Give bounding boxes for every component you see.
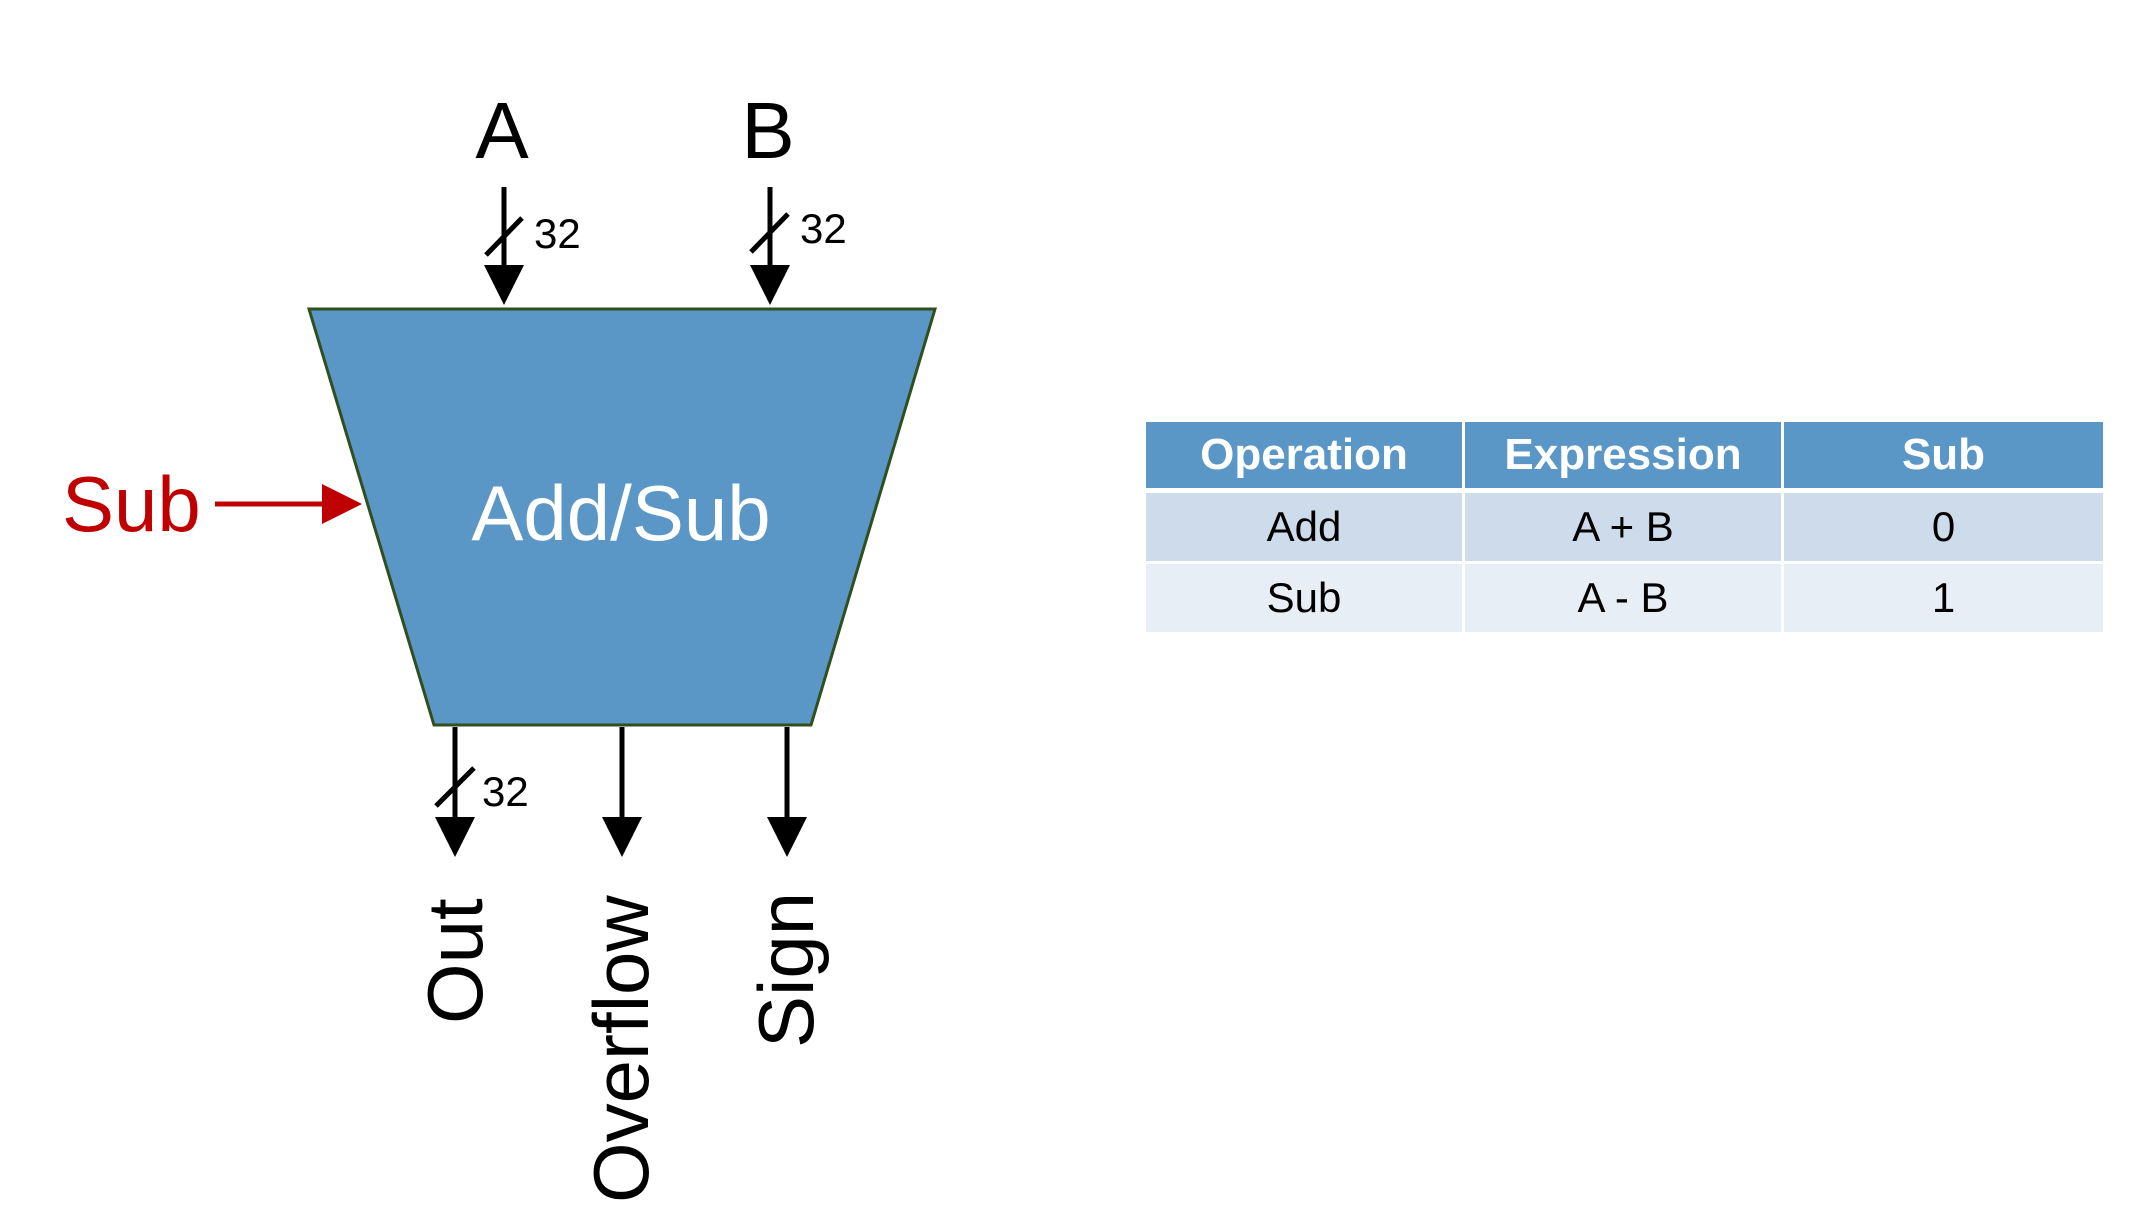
cell-operation: Sub <box>1146 564 1465 635</box>
sign-label: Sign <box>742 892 830 1048</box>
overflow-label: Overflow <box>577 895 665 1203</box>
input-a-bus-slash <box>484 216 524 257</box>
header-expression: Expression <box>1465 422 1784 493</box>
table-row: Sub A - B 1 <box>1146 564 2103 635</box>
input-b-bus-slash <box>749 212 790 254</box>
out-bus-slash <box>434 766 476 808</box>
cell-sub: 0 <box>1784 493 2103 564</box>
input-a-width: 32 <box>534 210 581 257</box>
cell-expression: A - B <box>1465 564 1784 635</box>
input-a-label: A <box>475 86 529 175</box>
table-row: Add A + B 0 <box>1146 493 2103 564</box>
input-b-width: 32 <box>800 205 847 252</box>
cell-sub: 1 <box>1784 564 2103 635</box>
cell-operation: Add <box>1146 493 1465 564</box>
operation-table: Operation Expression Sub Add A + B 0 Sub… <box>1146 422 2103 635</box>
input-b-label: B <box>741 86 794 175</box>
table-header-row: Operation Expression Sub <box>1146 422 2103 493</box>
cell-expression: A + B <box>1465 493 1784 564</box>
sub-control-label: Sub <box>62 460 201 548</box>
out-label: Out <box>411 898 499 1024</box>
add-sub-block <box>306 307 938 727</box>
block-label: Add/Sub <box>471 469 770 557</box>
header-sub: Sub <box>1784 422 2103 493</box>
out-width: 32 <box>482 768 529 815</box>
header-operation: Operation <box>1146 422 1465 493</box>
